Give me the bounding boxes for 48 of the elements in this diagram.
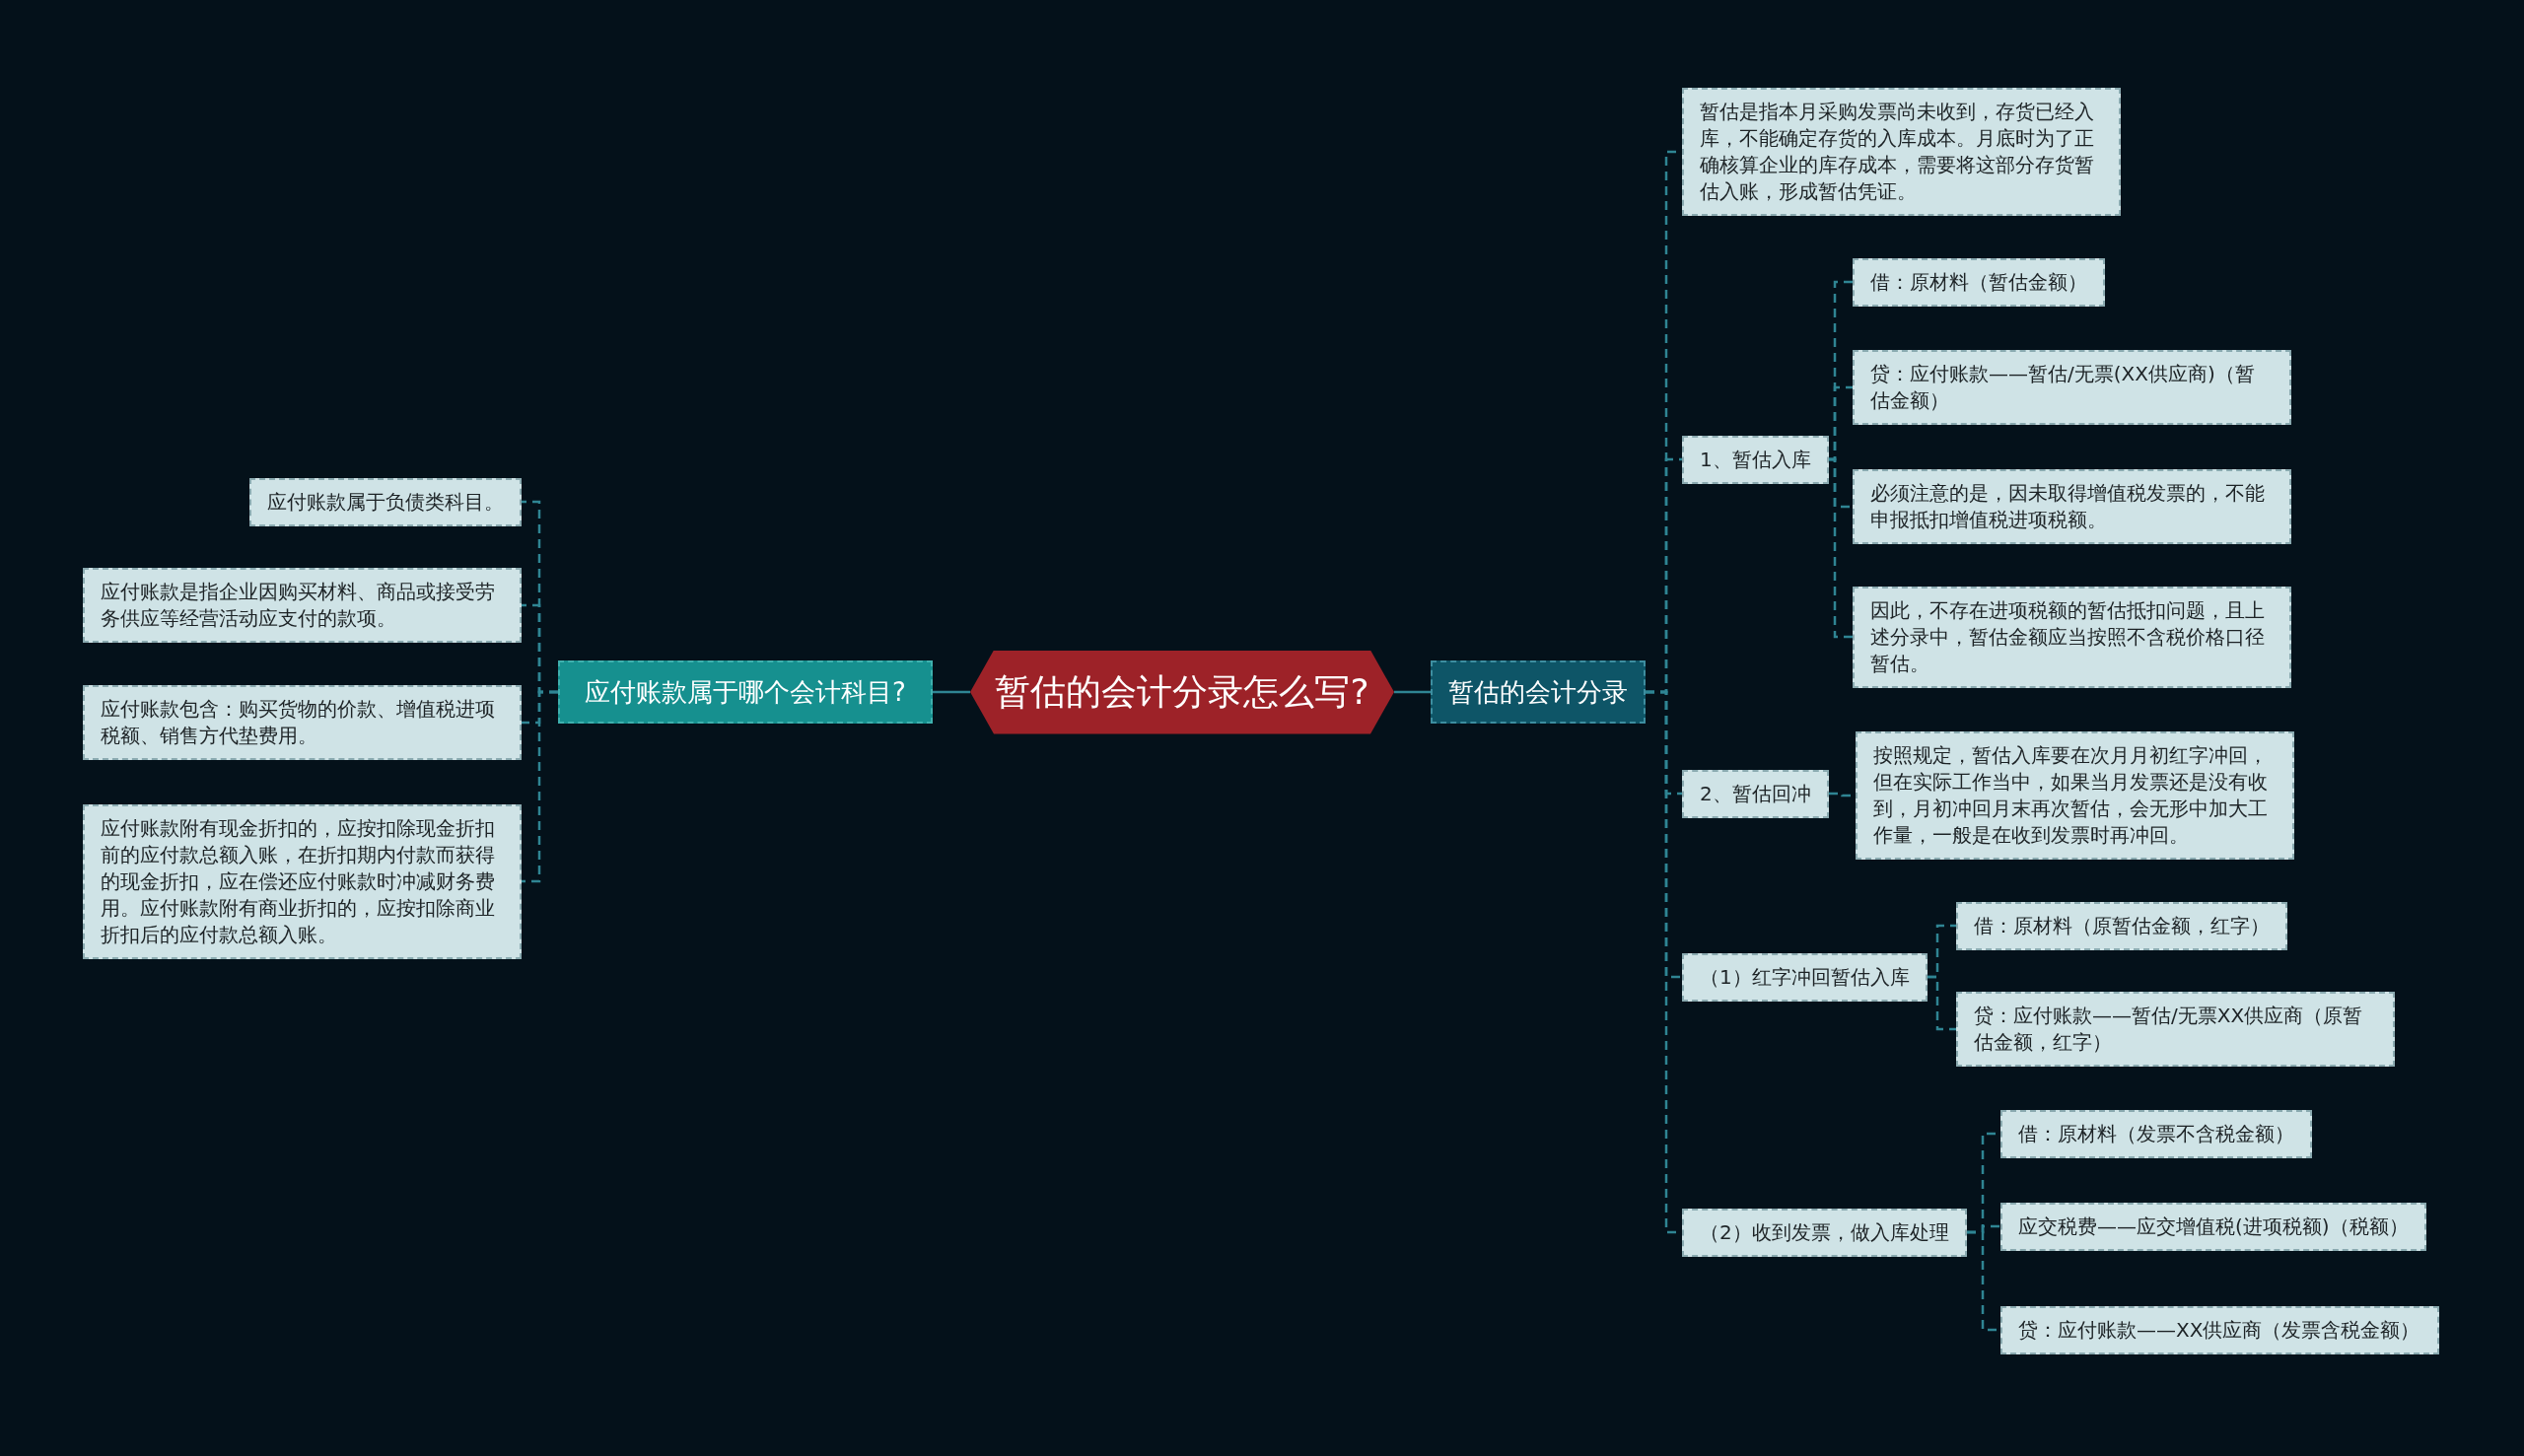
topic-text: 应交税费——应交增值税(进项税额)（税额） — [2018, 1213, 2409, 1240]
connector-line — [933, 690, 970, 694]
topic-text: 应付账款属于负债类科目。 — [267, 488, 504, 516]
topic-text: 暂估的会计分录怎么写? — [995, 670, 1369, 714]
subtopic-card — [1682, 952, 1928, 1002]
subtopic-card — [1853, 469, 2291, 544]
subtopic-card — [83, 568, 522, 643]
topic-text: 借：原材料（发票不含税金额） — [2018, 1120, 2294, 1147]
subtopic-card — [2000, 1202, 2426, 1251]
connector-line — [522, 690, 558, 883]
topic-text: 应付账款是指企业因购买材料、商品或接受劳务供应等经营活动应支付的款项。 — [101, 579, 496, 632]
topic-text: 贷：应付账款——XX供应商（发票含税金额） — [2018, 1316, 2421, 1344]
subtopic-card — [83, 803, 522, 959]
subtopic-card — [1682, 1208, 1967, 1257]
subtopic-card — [1853, 257, 2105, 307]
subtopic-card — [1856, 731, 2294, 860]
topic-text: 1、暂估入库 — [1700, 446, 1811, 473]
subtopic-card — [1682, 769, 1829, 818]
topic-text: 必须注意的是，因未取得增值税发票的，不能申报抵扣增值税进项税额。 — [1870, 480, 2266, 533]
topic-text: 贷：应付账款——暂估/无票(XX供应商)（暂估金额） — [1870, 361, 2256, 414]
topic-text: （2）收到发票，做入库处理 — [1700, 1218, 1949, 1246]
topic-text: 应付账款包含：购买货物的价款、增值税进项税额、销售方代垫费用。 — [101, 696, 496, 749]
topic-text: 贷：应付账款——暂估/无票XX供应商（原暂估金额，红字） — [1974, 1003, 2364, 1056]
branch-topic — [1431, 660, 1646, 724]
connector-line — [1394, 690, 1431, 694]
topic-text: （1）红字冲回暂估入库 — [1700, 963, 1910, 991]
topic-text: 借：原材料（暂估金额） — [1870, 268, 2087, 296]
topic-text: 应付账款属于哪个会计科目? — [584, 676, 907, 709]
topic-text: 应付账款附有现金折扣的，应按扣除现金折扣前的应付款总额入账，在折扣期内付款而获得的现金折扣，应在偿还应付账款时冲减财务费用。应付账款附有商业折扣的，应按扣除商业折扣后的应付款总额入账。 — [101, 814, 496, 948]
subtopic-card — [1682, 435, 1829, 484]
subtopic-card — [1682, 88, 2121, 216]
subtopic-card — [1956, 901, 2287, 950]
topic-text: 暂估的会计分录 — [1447, 676, 1629, 709]
connector-line — [1829, 457, 1853, 639]
topic-text: 因此，不存在进项税额的暂估抵扣问题，且上述分录中，暂估金额应当按照不含税价格口径暂估。 — [1870, 596, 2266, 677]
subtopic-card — [1956, 992, 2395, 1067]
branch-topic — [558, 660, 933, 724]
topic-text: 借：原材料（原暂估金额，红字） — [1974, 912, 2270, 939]
topic-text: 按照规定，暂估入库要在次月月初红字冲回，但在实际工作当中，如果当月发票还是没有收到，月初冲回月末再次暂估，会无形中加大工作量，一般是在收到发票时再冲回。 — [1873, 742, 2269, 849]
topic-text: 暂估是指本月采购发票尚未收到，存货已经入库，不能确定存货的入库成本。月底时为了正确核算企业的库存成本，需要将这部分存货暂估入账，形成暂估凭证。 — [1700, 99, 2095, 205]
subtopic-card — [2000, 1109, 2312, 1158]
subtopic-card — [249, 477, 522, 526]
connector-line — [1928, 975, 1956, 1031]
subtopic-card — [2000, 1305, 2439, 1354]
subtopic-card — [83, 685, 522, 760]
subtopic-card — [1853, 586, 2291, 688]
subtopic-card — [1853, 350, 2291, 425]
topic-text: 2、暂估回冲 — [1700, 780, 1811, 807]
